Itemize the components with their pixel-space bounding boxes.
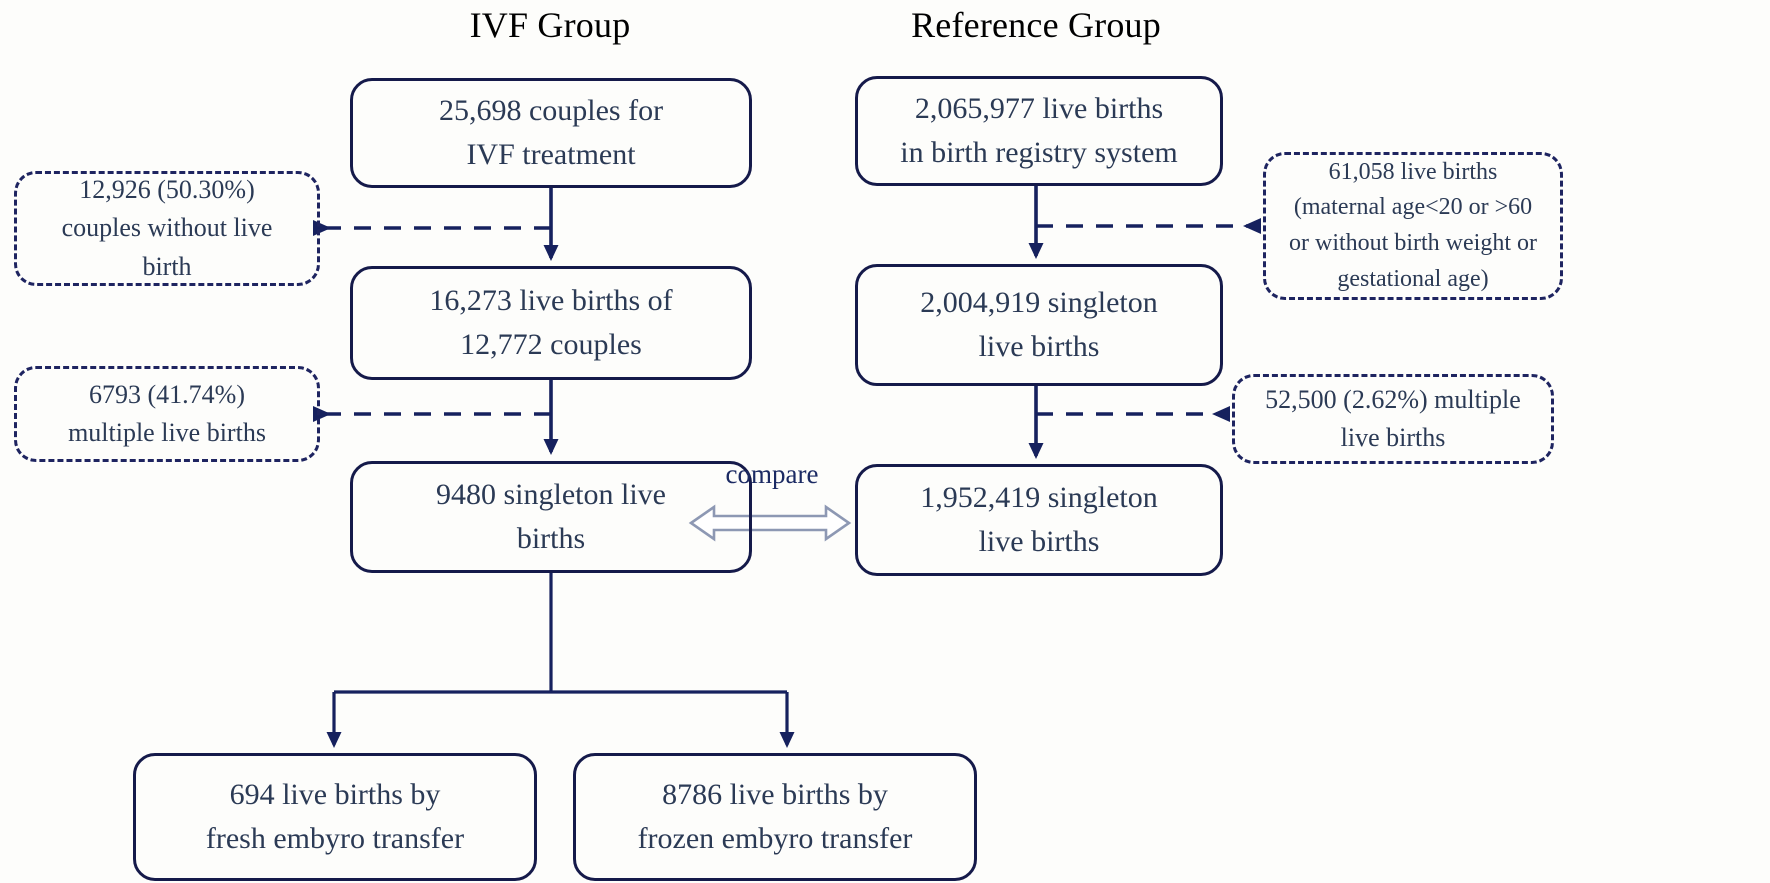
node-ivf-singleton-live-births-label: 9480 singleton live births <box>436 477 666 555</box>
node-exclusion-couples-without-live-birth-label: 12,926 (50.30%) couples without live bir… <box>61 174 273 281</box>
page-title-ivf-group: IVF Group <box>469 5 631 45</box>
node-exclusion-multiple-live-births[interactable]: 6793 (41.74%) multiple live births <box>14 366 320 462</box>
node-reference-singleton-live-births[interactable]: 1,952,419 singleton live births <box>855 464 1223 576</box>
left-exclusion-connectors <box>313 220 551 422</box>
node-exclusion-ineligible-live-births[interactable]: 61,058 live births (maternal age<20 or >… <box>1263 152 1563 300</box>
node-registry-live-births[interactable]: 2,065,977 live births in birth registry … <box>855 76 1223 186</box>
node-ivf-couples-label: 25,698 couples for IVF treatment <box>438 93 664 171</box>
node-frozen-embryo-transfer[interactable]: 8786 live births by frozen embyro transf… <box>573 753 977 881</box>
compare-double-arrow-icon <box>688 504 852 542</box>
node-registry-singleton-live-births-label: 2,004,919 singleton live births <box>920 285 1158 363</box>
node-exclusion-multiple-live-births-label: 6793 (41.74%) multiple live births <box>68 379 266 447</box>
node-registry-singleton-live-births[interactable]: 2,004,919 singleton live births <box>855 264 1223 386</box>
node-exclusion-reference-multiple-live-births[interactable]: 52,500 (2.62%) multiple live births <box>1232 374 1554 464</box>
compare-connector-label: compare <box>725 459 819 489</box>
node-ivf-live-births[interactable]: 16,273 live births of 12,772 couples <box>350 266 752 380</box>
node-registry-live-births-label: 2,065,977 live births in birth registry … <box>900 91 1178 169</box>
page-title-reference-group: Reference Group <box>911 5 1161 45</box>
node-exclusion-reference-multiple-live-births-label: 52,500 (2.62%) multiple live births <box>1265 384 1521 452</box>
node-reference-singleton-live-births-label: 1,952,419 singleton live births <box>920 480 1158 558</box>
node-exclusion-ineligible-live-births-label: 61,058 live births (maternal age<20 or >… <box>1289 158 1537 292</box>
node-exclusion-couples-without-live-birth[interactable]: 12,926 (50.30%) couples without live bir… <box>14 171 320 286</box>
node-frozen-embryo-transfer-label: 8786 live births by frozen embyro transf… <box>637 777 913 855</box>
node-ivf-singleton-live-births[interactable]: 9480 singleton live births <box>350 461 752 573</box>
left-vertical-connectors <box>326 188 795 748</box>
node-fresh-embryo-transfer-label: 694 live births by fresh embyro transfer <box>205 777 465 855</box>
node-ivf-couples[interactable]: 25,698 couples for IVF treatment <box>350 78 752 188</box>
node-fresh-embryo-transfer[interactable]: 694 live births by fresh embyro transfer <box>133 753 537 881</box>
node-ivf-live-births-label: 16,273 live births of 12,772 couples <box>429 283 673 361</box>
right-exclusion-connectors <box>1036 218 1261 422</box>
